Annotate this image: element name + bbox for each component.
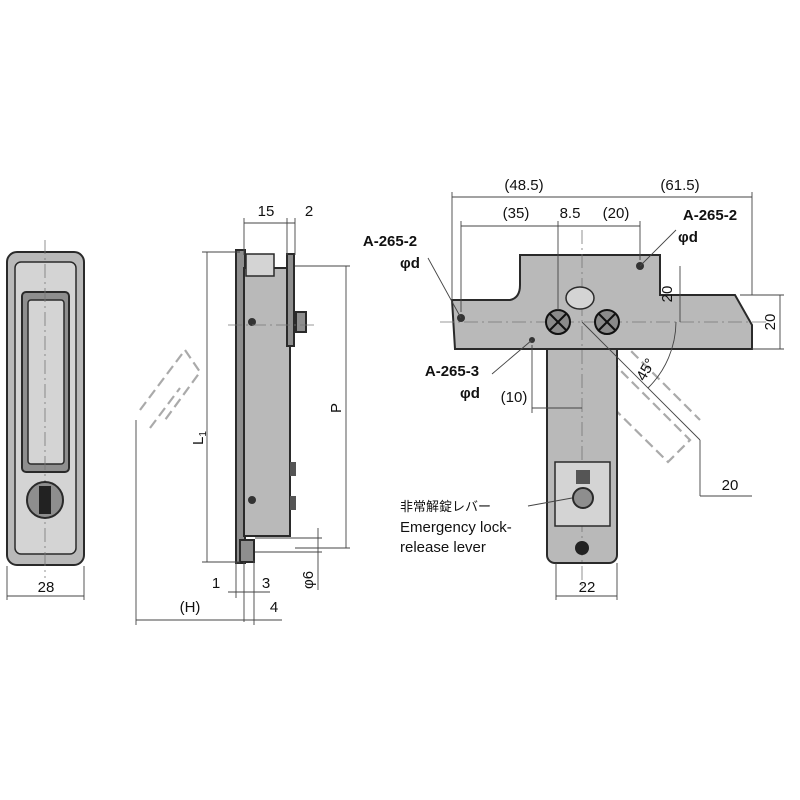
rear-screw-left (545, 309, 571, 335)
side-dim-L1-label: L1 (190, 431, 209, 445)
front-handle-inner (27, 299, 65, 465)
side-rivet-2 (248, 496, 256, 504)
side-dim-P-label: P (328, 403, 345, 413)
side-dim-3: 3 (262, 575, 270, 592)
rear-screw-right (594, 309, 620, 335)
callout-lower-leader (491, 339, 533, 375)
rear-lever-slot (576, 470, 590, 484)
side-view: 15 2 L1 P φ6 1 3 (H) 4 (135, 203, 350, 625)
side-dim-4: 4 (270, 599, 278, 616)
callout-phid-left: φd (400, 255, 420, 272)
rear-view: (48.5) (61.5) (35) 8.5 (20) 20 20 45° (1… (363, 177, 784, 600)
side-dim-phi6-label: φ6 (300, 571, 317, 589)
callout-lever-en-1: Emergency lock- (400, 519, 512, 536)
rear-dim-20-bottom: 20 (722, 477, 739, 494)
rear-angle-arc (647, 321, 677, 389)
callout-phid-right: φd (678, 229, 698, 246)
rear-dim-35: (35) (503, 205, 530, 222)
side-stud-2 (290, 496, 296, 510)
side-body (243, 267, 291, 537)
rear-dim-22: 22 (579, 579, 596, 596)
side-bottom-pin (239, 539, 255, 563)
rear-dim-8-5: 8.5 (560, 205, 581, 222)
rear-dim-20-top: (20) (603, 205, 630, 222)
side-screw-top (295, 311, 307, 333)
rear-cam-boss (565, 286, 595, 310)
callout-a265-2-left: A-265-2 (363, 233, 417, 250)
callout-a265-2-right: A-265-2 (683, 207, 737, 224)
callout-phid-lower: φd (460, 385, 480, 402)
callout-a265-3: A-265-3 (425, 363, 479, 380)
callout-lever-jp: 非常解錠レバー (400, 500, 491, 515)
front-view: 28 (6, 240, 85, 600)
rear-dim-10: (10) (501, 389, 528, 406)
side-dim-2: 2 (305, 203, 313, 220)
callout-right-leader (639, 229, 677, 267)
side-dim-15: 15 (258, 203, 275, 220)
side-stud-1 (290, 462, 296, 476)
rear-dim-right-20: 20 (762, 314, 779, 331)
side-top-tab (245, 253, 275, 277)
rear-dim-inner-20: 20 (659, 286, 676, 303)
side-plate (286, 253, 295, 347)
side-rivet-1 (248, 318, 256, 326)
side-dim-H: (H) (180, 599, 201, 616)
front-width-label: 28 (38, 579, 55, 596)
front-key-slot (39, 486, 51, 514)
rear-dim-48-5: (48.5) (504, 177, 543, 194)
callout-lever-leader (527, 497, 573, 507)
rear-lever-knob (572, 487, 594, 509)
callout-left-leader (427, 257, 462, 319)
side-ghost-handle (139, 348, 202, 429)
callout-lever-en-2: release lever (400, 539, 486, 556)
rear-angle-line (581, 321, 701, 441)
rear-dim-61-5: (61.5) (660, 177, 699, 194)
rear-bottom-hole (575, 541, 589, 555)
rear-cam-plate (450, 254, 753, 350)
side-dim-1: 1 (212, 575, 220, 592)
